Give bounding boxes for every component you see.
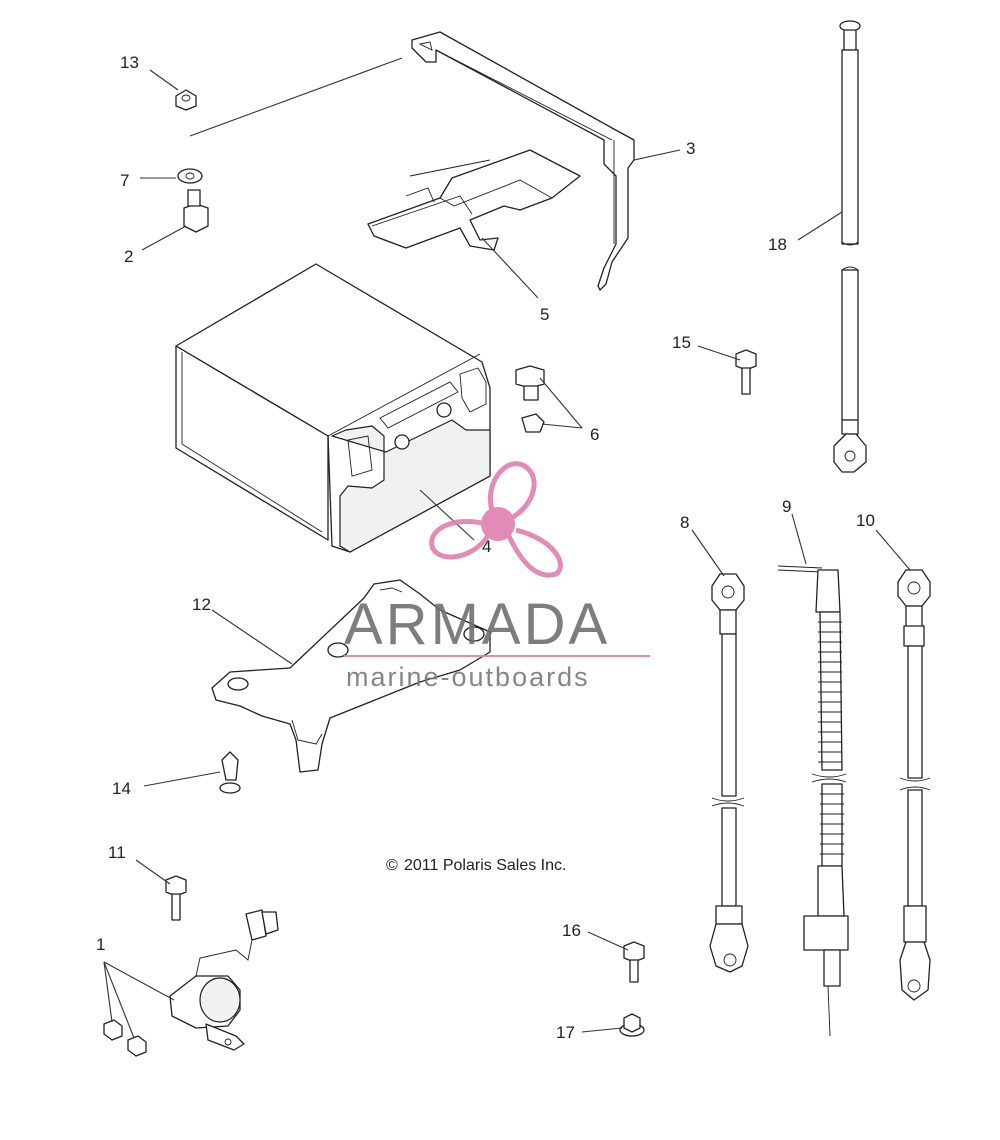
leader-4 — [419, 489, 475, 541]
leader-1b — [103, 961, 113, 1023]
leader-9 — [791, 513, 807, 565]
bolt-part-2 — [183, 189, 209, 233]
leader-11 — [135, 859, 171, 885]
copyright-symbol: © — [386, 857, 398, 874]
harness-part-9 — [777, 565, 849, 1037]
leader-12 — [211, 609, 293, 665]
callout-labels: 13 7 2 3 5 4 6 18 15 8 9 10 12 14 11 1 1… — [96, 53, 875, 1042]
battery-part-4 — [175, 263, 491, 553]
cable-part-18 — [833, 20, 867, 473]
leader-15 — [697, 345, 741, 361]
washer-part-7 — [177, 168, 203, 184]
cable-part-10 — [897, 569, 931, 1001]
nut-part-13 — [175, 89, 197, 111]
leader-strap — [189, 57, 403, 137]
bolt-part-11 — [165, 875, 187, 921]
watermark-subtitle: marine-outboards — [346, 662, 590, 692]
leader-lines — [103, 57, 911, 1039]
leader-3 — [633, 149, 681, 161]
leader-17 — [581, 1027, 623, 1033]
callout-8: 8 — [680, 513, 689, 532]
leader-6b — [541, 423, 583, 429]
callout-5: 5 — [540, 305, 549, 324]
callout-12: 12 — [192, 595, 211, 614]
leader-5 — [481, 237, 539, 299]
leader-10 — [875, 529, 911, 571]
screw-part-15 — [735, 349, 757, 395]
propeller-blade-left — [429, 518, 491, 560]
battery-strap-part-3 — [411, 31, 635, 291]
leader-14 — [143, 771, 221, 787]
callout-10: 10 — [856, 511, 875, 530]
propeller-blade-right — [505, 527, 563, 578]
callout-13: 13 — [120, 53, 139, 72]
callout-17: 17 — [556, 1023, 575, 1042]
armada-watermark: ARMADA marine-outboards — [344, 461, 650, 692]
callout-11: 11 — [108, 843, 126, 862]
copyright-notice: © 2011 Polaris Sales Inc. — [386, 857, 566, 874]
propeller-hub — [481, 507, 515, 541]
solenoid-part-1 — [103, 909, 279, 1057]
callout-7: 7 — [120, 171, 129, 190]
callout-2: 2 — [124, 247, 133, 266]
watermark-title: ARMADA — [344, 592, 610, 657]
copyright-text: 2011 Polaris Sales Inc. — [404, 857, 566, 874]
hold-down-bracket-part-5 — [367, 149, 581, 251]
callout-15: 15 — [672, 333, 691, 352]
push-rivet-part-14 — [219, 751, 241, 794]
callout-3: 3 — [686, 139, 695, 158]
callout-16: 16 — [562, 921, 581, 940]
propeller-logo-icon — [429, 461, 563, 578]
leader-1c — [103, 961, 135, 1039]
callout-4: 4 — [482, 537, 491, 556]
leader-16 — [587, 931, 629, 951]
cable-part-8 — [709, 573, 749, 973]
leader-8 — [691, 529, 725, 577]
leader-2 — [141, 225, 187, 251]
flange-nut-part-17 — [619, 1013, 645, 1037]
leader-1a — [103, 961, 175, 1001]
callout-9: 9 — [782, 497, 791, 516]
bolt-washer-part-6 — [515, 365, 545, 433]
bolt-part-16 — [623, 941, 645, 983]
callout-14: 14 — [112, 779, 131, 798]
callout-1: 1 — [96, 935, 105, 954]
propeller-blade-top — [487, 461, 537, 521]
leader-13 — [149, 69, 179, 91]
callout-18: 18 — [768, 235, 787, 254]
callout-6: 6 — [590, 425, 599, 444]
leader-18 — [797, 211, 843, 241]
battery-base-part-12 — [211, 579, 491, 773]
leader-6a — [539, 377, 583, 429]
